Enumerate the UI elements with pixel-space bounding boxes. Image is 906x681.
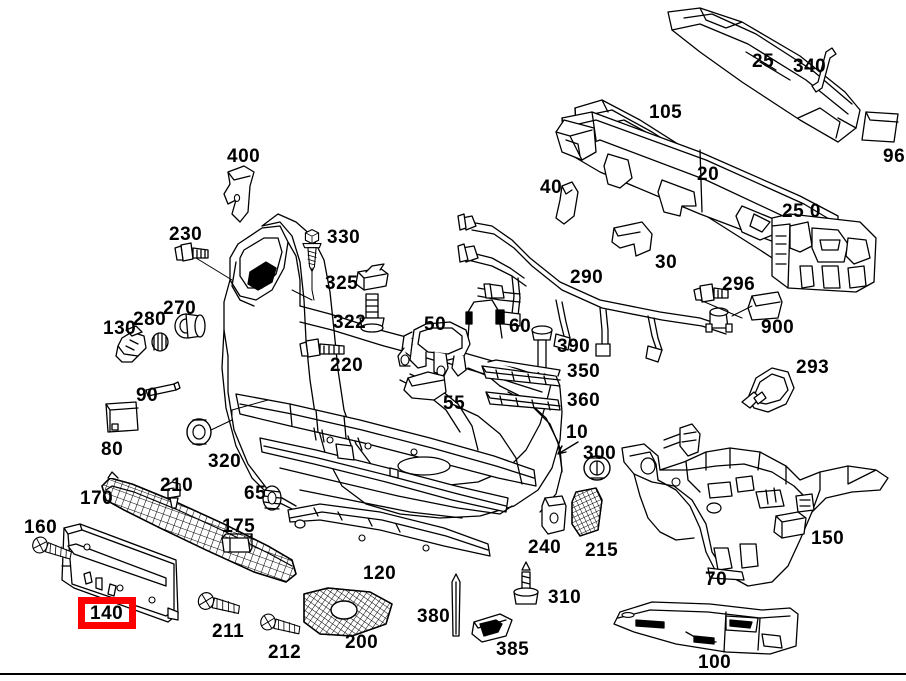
part-callout-100: 100 xyxy=(698,652,732,673)
part-callout-20: 20 xyxy=(697,164,720,185)
part-callout-10: 10 xyxy=(566,422,589,443)
part-callout-65: 65 xyxy=(244,483,267,504)
part-callout-90: 90 xyxy=(136,385,159,406)
part-callout-140: 140 xyxy=(90,603,124,624)
part-callout-330: 330 xyxy=(327,227,361,248)
part-callout-170: 170 xyxy=(80,488,114,509)
part-callout-900: 900 xyxy=(761,317,795,338)
part-callout-380: 380 xyxy=(417,606,451,627)
part-callout-385: 385 xyxy=(496,639,530,660)
part-callout-30: 30 xyxy=(655,252,678,273)
part-callout-130: 130 xyxy=(103,318,137,339)
part-callout-211: 211 xyxy=(212,621,245,642)
part-callout-96: 96 xyxy=(883,146,906,167)
part-callout-280: 280 xyxy=(133,309,167,330)
part-callout-25: 25 xyxy=(752,51,775,72)
part-callout-290: 290 xyxy=(570,267,604,288)
part-callout-250: 25 0 xyxy=(782,201,821,222)
part-callout-60: 60 xyxy=(509,316,532,337)
part-callout-160: 160 xyxy=(24,517,58,538)
part-callout-293: 293 xyxy=(796,357,830,378)
part-callout-350: 350 xyxy=(567,361,601,382)
part-callout-150: 150 xyxy=(811,528,845,549)
part-callout-220: 220 xyxy=(330,355,364,376)
part-callout-55: 55 xyxy=(443,393,466,414)
part-callout-175: 175 xyxy=(222,516,256,537)
part-callout-340: 340 xyxy=(793,56,827,77)
part-callout-296: 296 xyxy=(722,274,756,295)
part-callout-105: 105 xyxy=(649,102,683,123)
footer-divider xyxy=(0,673,906,675)
part-callout-322: 322 xyxy=(333,312,367,333)
part-callout-120: 120 xyxy=(363,563,397,584)
part-callout-325: 325 xyxy=(325,273,359,294)
part-callout-310: 310 xyxy=(548,587,582,608)
part-callout-215: 215 xyxy=(585,540,619,561)
part-callout-320: 320 xyxy=(208,451,242,472)
part-callout-212: 212 xyxy=(268,642,302,663)
part-callout-50: 50 xyxy=(424,314,447,335)
part-callout-400: 400 xyxy=(227,146,261,167)
part-callout-270: 270 xyxy=(163,298,197,319)
part-callout-40: 40 xyxy=(540,177,563,198)
part-callout-240: 240 xyxy=(528,537,562,558)
part-callout-80: 80 xyxy=(101,439,124,460)
part-callout-360: 360 xyxy=(567,390,601,411)
part-callout-210: 210 xyxy=(160,475,194,496)
part-callout-70: 70 xyxy=(705,569,728,590)
part-callout-390: 390 xyxy=(557,336,591,357)
part-callout-300: 300 xyxy=(583,443,617,464)
part-callout-230: 230 xyxy=(169,224,203,245)
part-callout-200: 200 xyxy=(345,632,379,653)
